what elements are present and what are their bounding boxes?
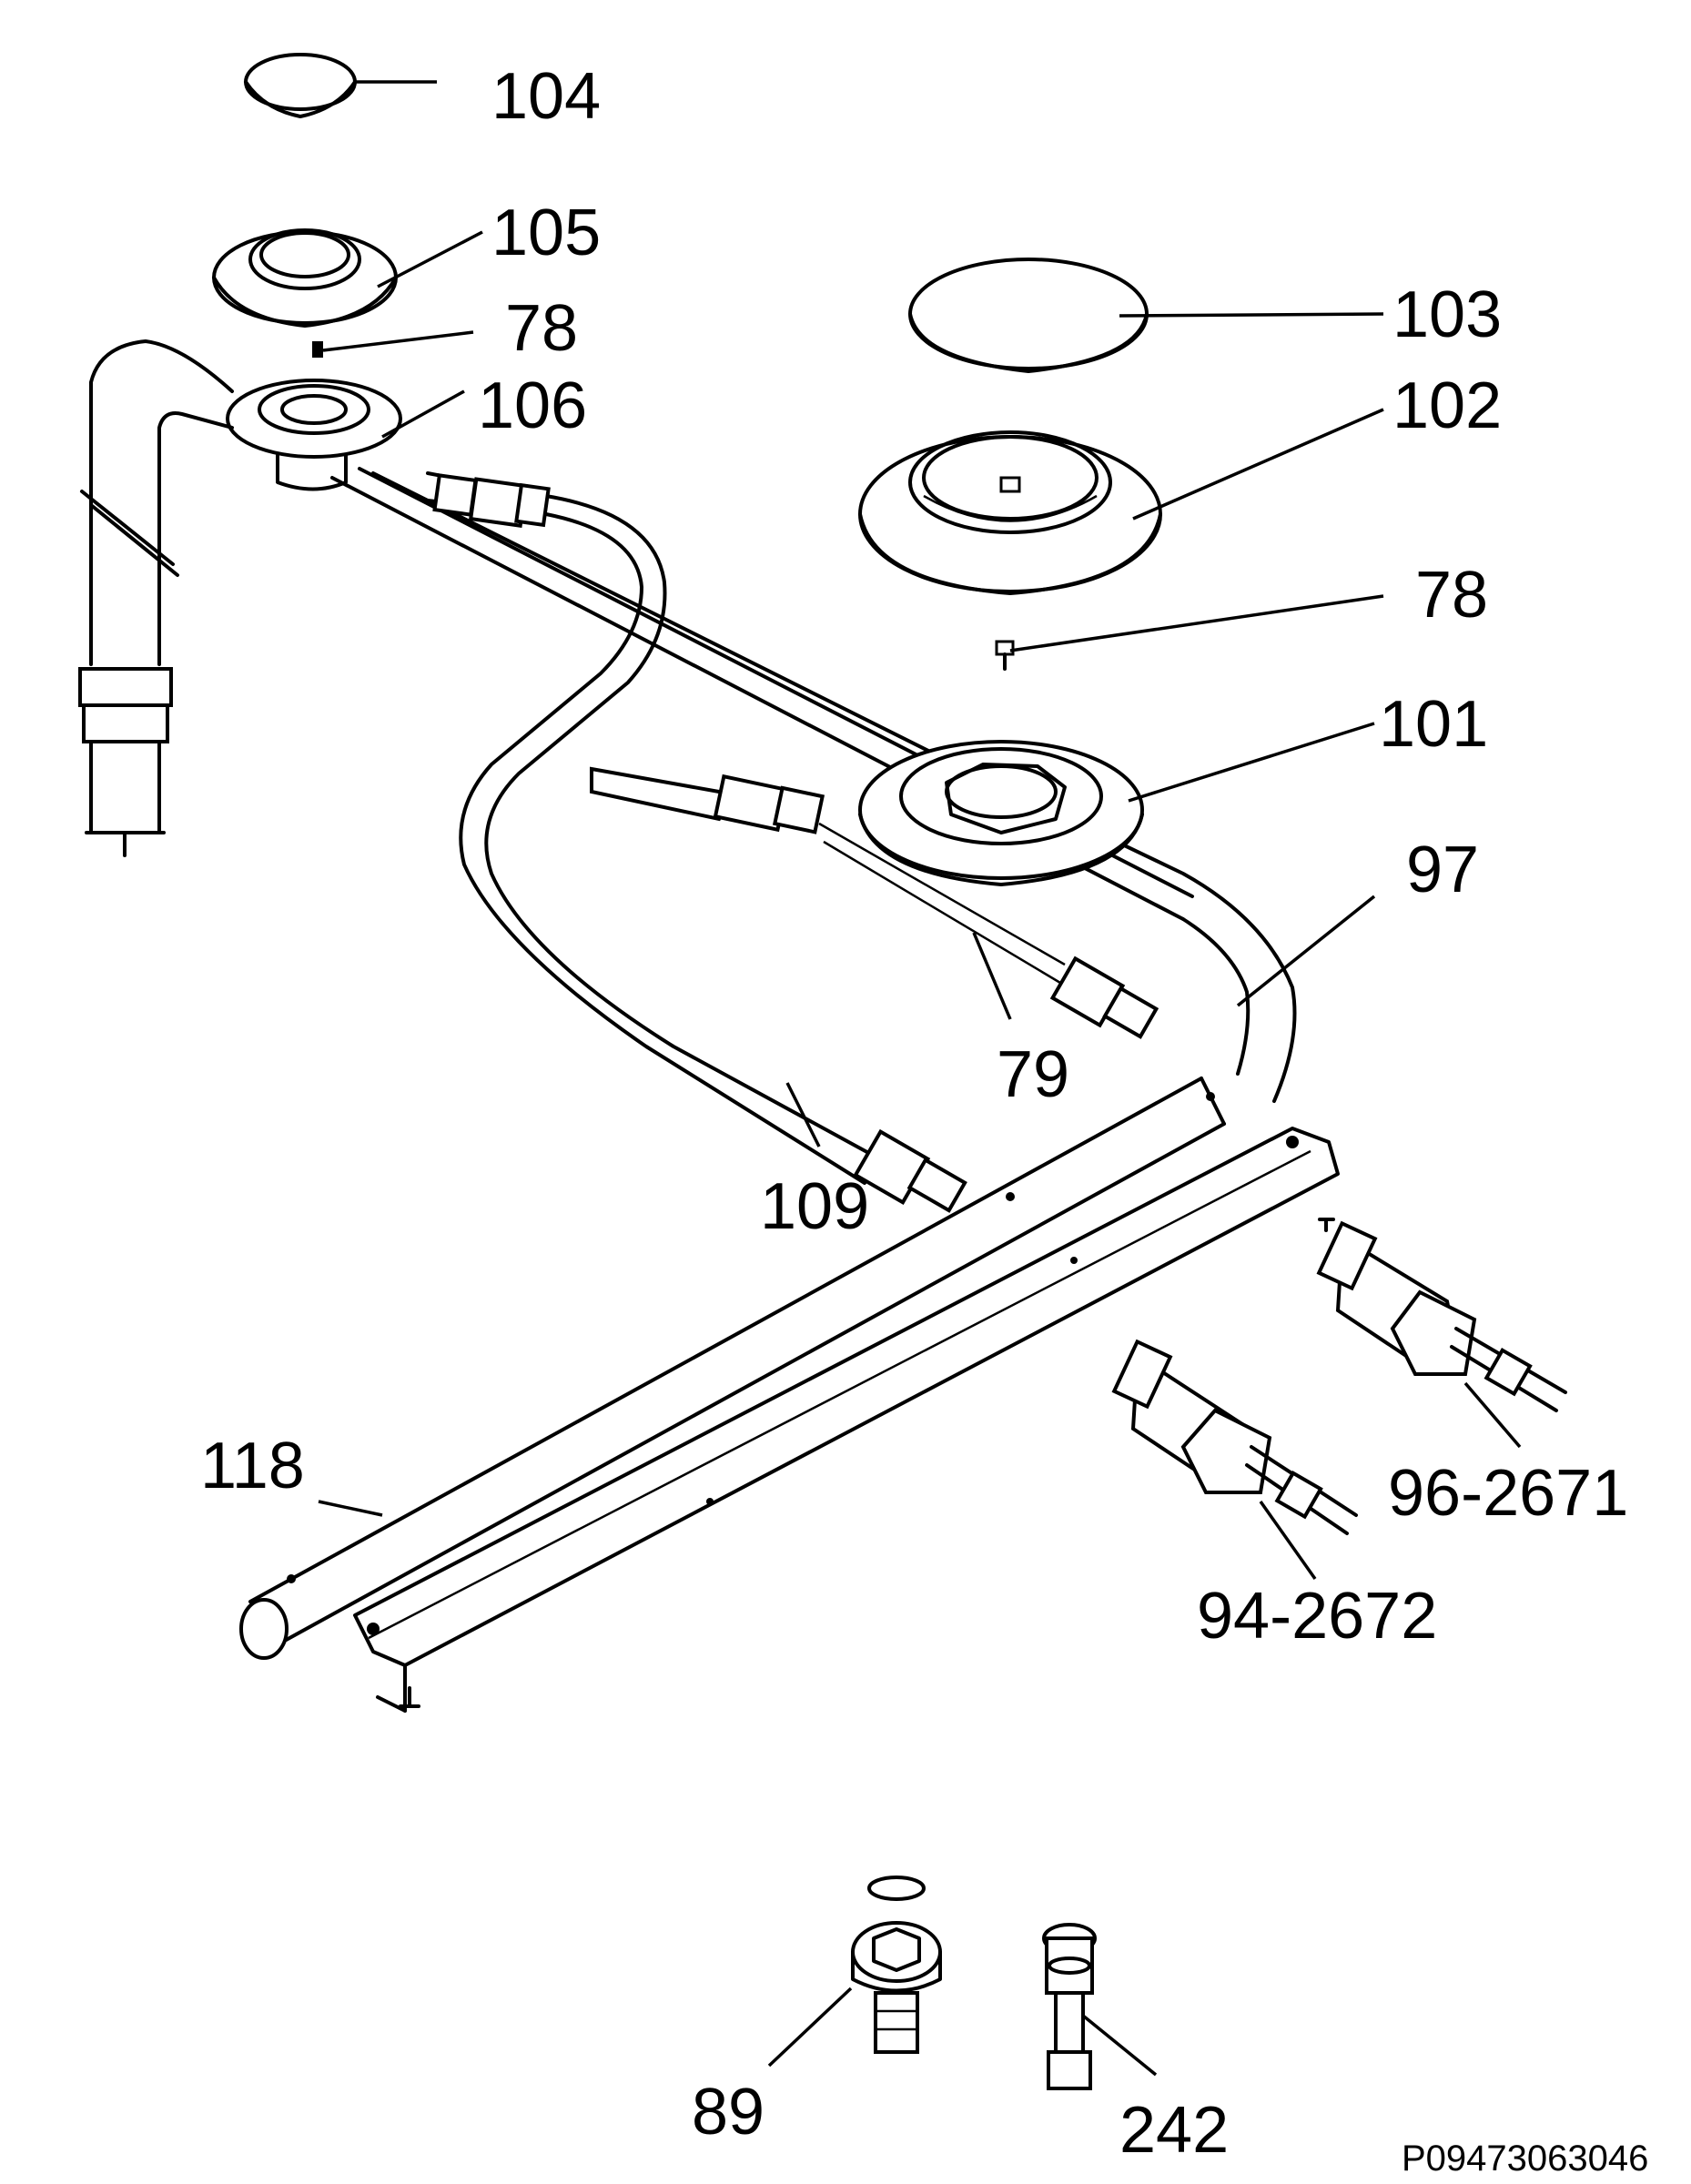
part-105-burner-crown [212, 228, 398, 328]
label-242: 242 [1119, 2094, 1229, 2167]
part-101-large-burner-base [858, 740, 1144, 886]
part-102-large-burner-crown [858, 430, 1162, 595]
label-106: 106 [478, 369, 587, 442]
part-118-gas-manifold [239, 1077, 1226, 1660]
label-101: 101 [1379, 688, 1488, 761]
label-94-2672: 94-2672 [1197, 1580, 1437, 1653]
diagram-code: P09473063046 [1402, 2138, 1648, 2179]
part-104-burner-cap [244, 53, 357, 118]
label-104: 104 [491, 60, 601, 133]
part-78-screw-right [995, 640, 1015, 671]
part-109-flexible-tube [426, 471, 967, 1213]
label-103: 103 [1392, 278, 1502, 351]
label-96-2671: 96-2671 [1388, 1457, 1628, 1530]
label-78-right: 78 [1415, 559, 1488, 632]
label-102: 102 [1392, 369, 1502, 442]
part-96-2671-gas-tap [1316, 1218, 1567, 1412]
leader-lines [318, 80, 1522, 2077]
label-109: 109 [760, 1170, 869, 1243]
part-89-jet-nozzle [851, 1876, 942, 2054]
part-78-screw-top [312, 341, 323, 358]
label-78-top: 78 [505, 292, 578, 365]
part-103-large-burner-cap [908, 258, 1149, 373]
label-89: 89 [692, 2076, 764, 2149]
label-97: 97 [1406, 834, 1479, 906]
part-labels: 104 105 78 106 103 102 78 101 97 79 109 … [200, 60, 1648, 2179]
part-94-2672-gas-tap [1111, 1339, 1358, 1535]
label-118: 118 [200, 1430, 305, 1502]
part-106-burner-base [226, 379, 402, 491]
gas-supply-pipe-left [78, 339, 234, 857]
support-bracket-rail [353, 1127, 1340, 1713]
part-242-valve-insert [1042, 1923, 1097, 2090]
label-79: 79 [997, 1038, 1069, 1111]
label-105: 105 [491, 197, 601, 269]
part-79-injector-tube [590, 766, 1159, 1039]
